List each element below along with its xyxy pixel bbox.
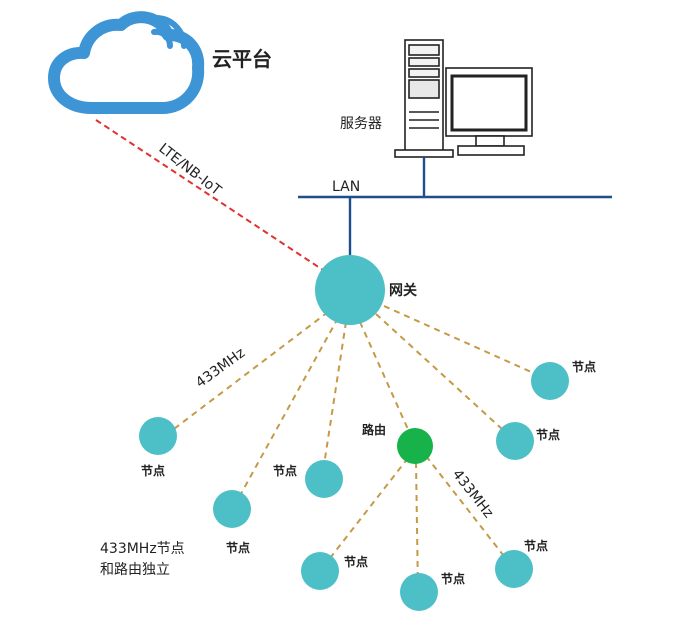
node-standalone-label: 节点 <box>226 540 250 555</box>
node-middle-label: 节点 <box>273 463 297 478</box>
link-router-node-2 <box>415 461 419 593</box>
node-left-label: 节点 <box>141 463 165 478</box>
link-router-node-1 <box>319 457 409 572</box>
server-label: 服务器 <box>340 116 382 132</box>
node-router-child-2-label: 节点 <box>441 571 465 586</box>
node-standalone <box>213 490 251 528</box>
freq-label-left: 433MHz <box>193 345 248 391</box>
cloud-gateway-link <box>95 119 327 273</box>
link-gateway-node-standalone <box>231 317 339 511</box>
cloud-platform-label: 云平台 <box>212 47 272 71</box>
standalone-note-line1: 433MHz节点 <box>100 541 185 557</box>
link-gateway-node-right <box>375 313 515 441</box>
cloud-icon <box>48 11 205 114</box>
gateway-label: 网关 <box>389 282 417 299</box>
gateway-433-links <box>161 305 550 511</box>
node-router-child-1 <box>301 552 339 590</box>
link-gateway-node-far-right <box>383 305 550 381</box>
router-label: 路由 <box>362 422 386 437</box>
node-router-child-3-label: 节点 <box>524 538 548 553</box>
node-far-right <box>531 362 569 400</box>
node-right <box>496 422 534 460</box>
gateway-node <box>315 255 385 325</box>
router-node <box>397 428 433 464</box>
link-gateway-node-middle <box>321 321 347 479</box>
node-router-child-1-label: 节点 <box>344 554 368 569</box>
node-middle <box>305 460 343 498</box>
server-icon <box>394 39 533 158</box>
standalone-note-line2: 和路由独立 <box>100 562 170 578</box>
node-router-child-3 <box>495 550 533 588</box>
node-right-label: 节点 <box>536 427 560 442</box>
lan-label: LAN <box>332 179 360 195</box>
link-gateway-router <box>359 321 416 446</box>
link-gateway-node-left <box>161 311 329 439</box>
link-router-node-3 <box>425 455 515 570</box>
cloud-link-label: LTE/NB-IoT <box>156 141 225 200</box>
router-433-links <box>319 455 515 593</box>
node-left <box>139 417 177 455</box>
node-router-child-2 <box>400 573 438 611</box>
node-far-right-label: 节点 <box>572 359 596 374</box>
